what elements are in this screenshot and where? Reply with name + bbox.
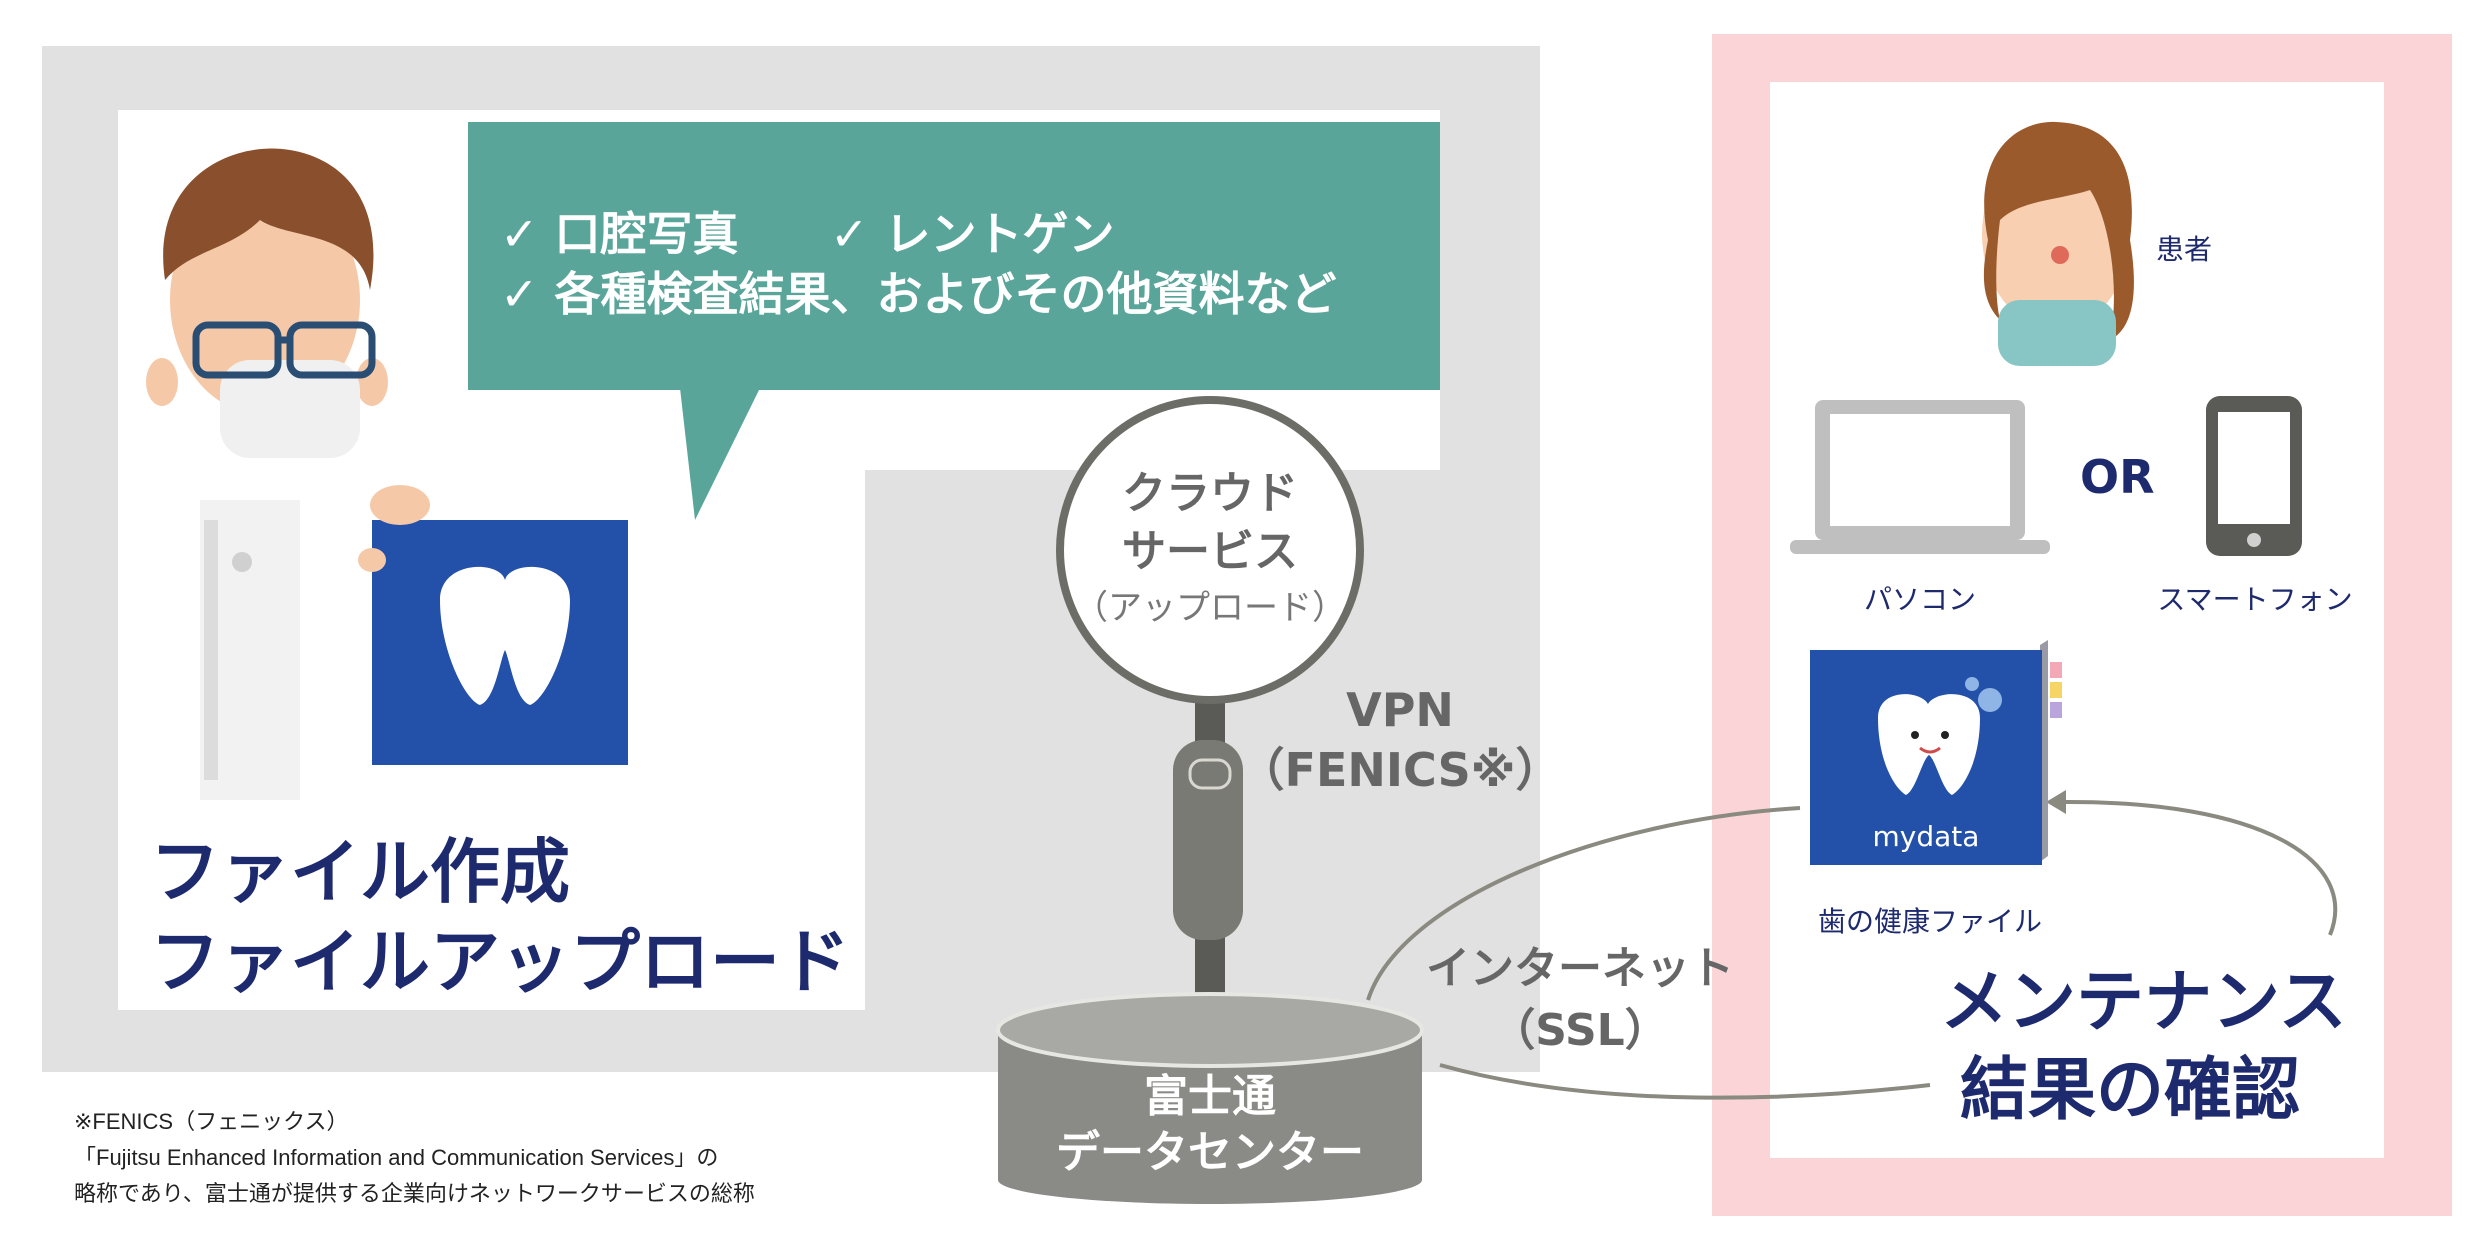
health-file-book-icon bbox=[1810, 640, 2062, 865]
datacenter-cylinder-icon bbox=[996, 992, 1424, 1204]
smartphone-label: スマートフォン bbox=[2157, 583, 2353, 616]
datacenter-label-line1: 富士通 bbox=[1144, 1071, 1276, 1122]
internet-arc-right bbox=[2059, 799, 2338, 936]
footnote-line3: 略称であり、富士通が提供する企業向けネットワークサービスの総称 bbox=[74, 1181, 755, 1206]
right-title-line1: メンテナンス bbox=[1940, 963, 2347, 1042]
vpn-label: VPN bbox=[1346, 683, 1454, 737]
doctor-icon bbox=[146, 148, 388, 800]
footnote-line1: ※FENICS（フェニックス） bbox=[74, 1109, 349, 1134]
patient-label: 患者 bbox=[2156, 233, 2213, 266]
book-brand-label: mydata bbox=[1872, 820, 1980, 853]
internet-label: インターネット bbox=[1426, 943, 1734, 994]
cloud-label-line3: （アップロード） bbox=[1074, 588, 1346, 628]
datacenter-label-line2: データセンター bbox=[1056, 1127, 1364, 1178]
cloud-service-circle bbox=[1056, 396, 1364, 704]
bubble-tail bbox=[680, 388, 760, 520]
laptop-icon bbox=[1790, 400, 2050, 554]
ssl-label: （SSL） bbox=[1491, 1005, 1669, 1056]
vpn-fenics-label: （FENICS※） bbox=[1238, 743, 1562, 797]
bubble-item-oral-photo: ✓ 口腔写真 bbox=[500, 207, 739, 261]
speech-bubble bbox=[468, 122, 1440, 390]
or-label: OR bbox=[2080, 450, 2155, 504]
internet-arc-lower bbox=[1439, 1063, 1931, 1100]
patient-icon bbox=[1982, 121, 2134, 366]
right-title-line2: 結果の確認 bbox=[1960, 1051, 2301, 1130]
left-title-line2: ファイルアップロード bbox=[150, 921, 850, 1003]
cloud-label-line2: サービス bbox=[1122, 526, 1298, 577]
internet-arc-upper bbox=[1366, 806, 1801, 1001]
bubble-item-other-results: ✓ 各種検査結果、およびその他資料など bbox=[500, 267, 1337, 321]
tooth-card-icon bbox=[358, 485, 628, 765]
connector-icon bbox=[1173, 740, 1243, 940]
bubble-item-xray: ✓ レントゲン bbox=[830, 207, 1115, 261]
health-file-label: 歯の健康ファイル bbox=[1817, 905, 2042, 938]
left-title-line1: ファイル作成 bbox=[150, 831, 570, 913]
pc-label: パソコン bbox=[1863, 583, 1976, 616]
cloud-label-line1: クラウド bbox=[1122, 468, 1298, 519]
arrow-head-icon bbox=[2046, 790, 2066, 814]
footnote-line2: 「Fujitsu Enhanced Information and Commun… bbox=[74, 1145, 719, 1170]
smartphone-icon bbox=[2206, 396, 2302, 556]
